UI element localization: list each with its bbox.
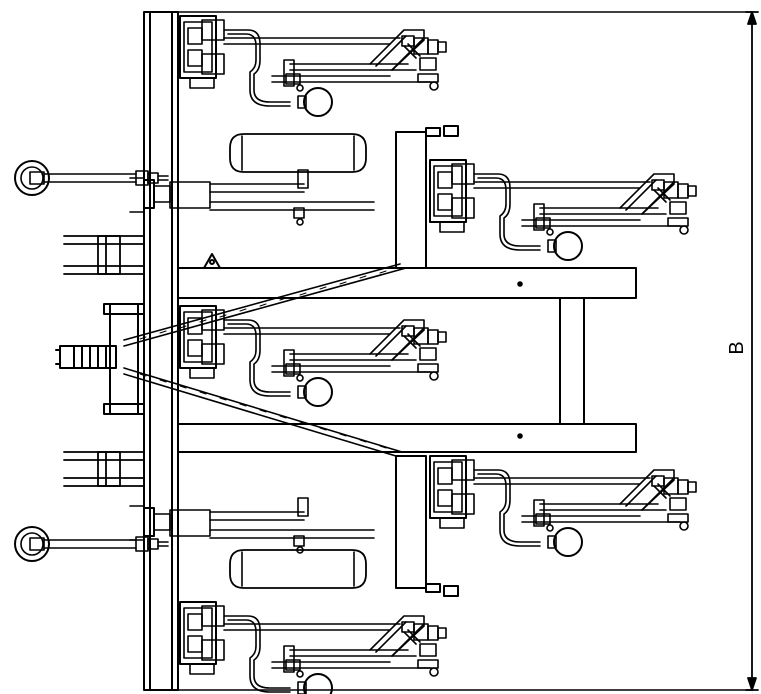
main-toolbar-beam xyxy=(143,11,179,691)
gauge-wheel-upper xyxy=(14,160,169,196)
gauge-wheel-lower xyxy=(14,526,169,562)
tine-unit-front-1 xyxy=(179,15,447,117)
top-link-bracket-upper xyxy=(63,235,145,275)
tine-unit-rear-1 xyxy=(429,159,697,261)
rear-toolbar-beam xyxy=(395,125,459,597)
depth-lever-lower xyxy=(129,497,375,554)
hydraulic-tank-lower xyxy=(229,549,367,589)
dimension-label-b: B xyxy=(726,341,748,355)
tine-unit-front-3 xyxy=(179,601,447,694)
outer-frame xyxy=(143,11,753,691)
longitudinal-beams xyxy=(177,253,637,453)
hydraulic-tank-upper xyxy=(229,133,367,173)
depth-lever-upper xyxy=(129,169,375,226)
diagonal-braces xyxy=(123,263,407,457)
tine-unit-rear-2 xyxy=(429,455,697,557)
top-link-bracket-lower xyxy=(63,451,145,487)
dimension-line-b xyxy=(745,11,759,691)
hitch-assembly xyxy=(55,303,145,415)
tine-unit-front-2 xyxy=(179,305,447,407)
